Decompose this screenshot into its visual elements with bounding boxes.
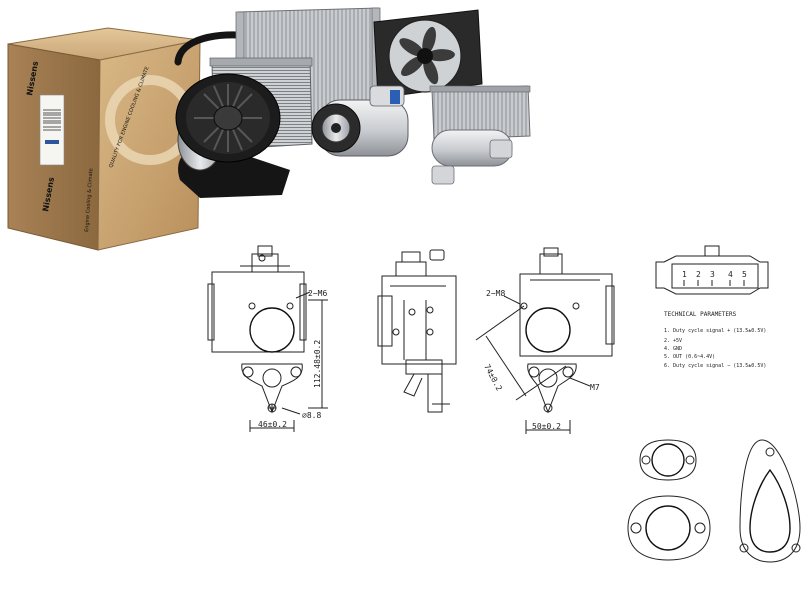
cooling-fan (373, 9, 483, 99)
technical-parameters: TECHNICAL PARAMETERS 1. Duty cycle signa… (664, 311, 766, 369)
ac-compressor (311, 85, 409, 157)
front-height-dim: 112.48±0.2 (313, 340, 322, 388)
blower-motor (175, 73, 290, 198)
nissens-box: Nissens Nissens Engine Cooling & Climate… (7, 27, 201, 251)
heater-core (429, 85, 531, 141)
parameter-1: 1. Duty cycle signal + (13.5±0.5V) (664, 328, 766, 334)
gasket-triangular (739, 439, 801, 563)
connector-pins: 1 2 3 4 5 (671, 263, 759, 289)
rear-width-dim: 50±0.2 (532, 422, 561, 431)
pin-1: 1 (682, 270, 687, 279)
egr-front-view: 46±0.2 112.48±0.2 2−M6 ⌀8.8 (207, 245, 328, 432)
box-side-tagline: Engine Cooling & Climate (84, 168, 94, 232)
rear-bolt-label: M7 (590, 383, 600, 392)
pin-2: 2 (696, 270, 701, 279)
parameter-2: 2. +5V (664, 338, 682, 344)
parameter-3: 4. GND (664, 346, 682, 352)
egr-rear-view: 50±0.2 74±0.2 2−M8 M7 (475, 247, 615, 434)
parameters-title: TECHNICAL PARAMETERS (664, 311, 737, 318)
pin-3: 3 (710, 270, 715, 279)
connector-pinout: 1 2 3 4 5 (429, 245, 769, 295)
pin-5: 5 (742, 270, 747, 279)
parameter-5: 6. Duty cycle signal − (13.5±0.5V) (664, 363, 766, 369)
gasket-large (627, 495, 711, 561)
barcode-label (39, 94, 65, 166)
rear-diag-dim: 74±0.2 (482, 363, 504, 393)
rear-thread-label: 2−M8 (486, 289, 505, 298)
gasket-small (639, 439, 697, 481)
parameter-4: 5. OUT (0.6~4.4V) (664, 354, 715, 360)
receiver-drier (431, 129, 513, 185)
pin-4: 4 (728, 270, 733, 279)
front-hole-dim: ⌀8.8 (302, 411, 321, 420)
front-thread-label: 2−M6 (308, 289, 327, 298)
front-width-dim: 46±0.2 (258, 420, 287, 429)
egr-side-view (377, 251, 457, 413)
